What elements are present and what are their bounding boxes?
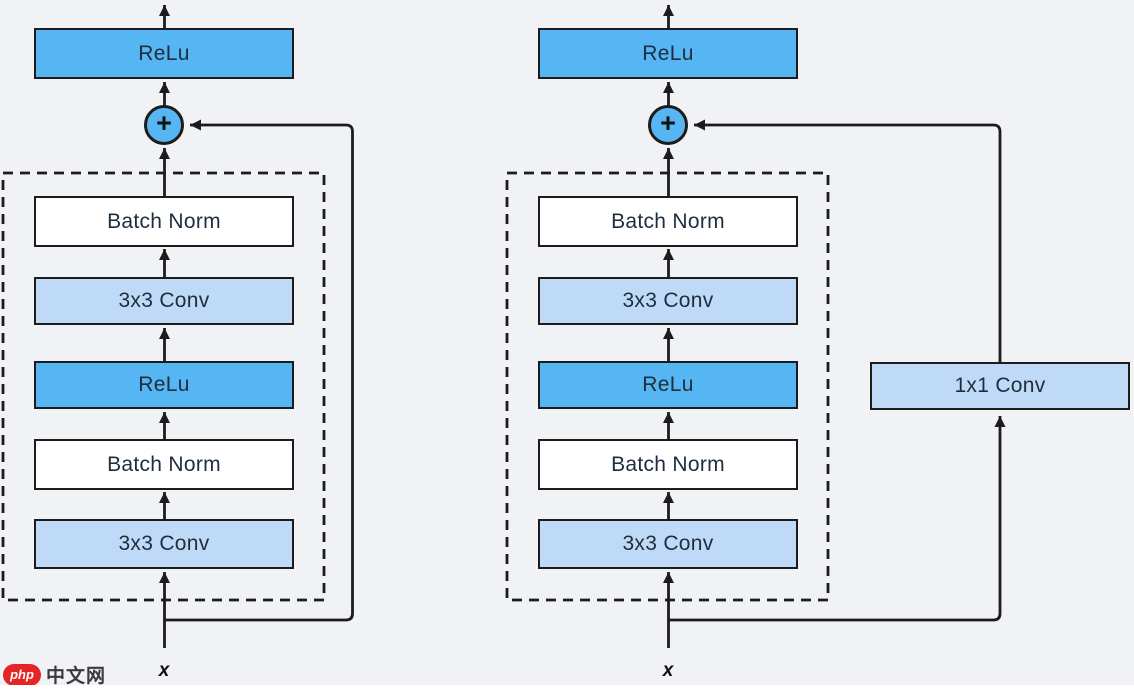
php-logo-icon: php <box>3 663 41 686</box>
right-input-label: x <box>662 660 674 681</box>
left-conv3x3-top-box: 3x3 Conv <box>34 277 294 325</box>
right-relu-mid-box: ReLu <box>538 361 798 409</box>
left-add-node: + <box>144 105 184 145</box>
watermark-site-text: 中文网 <box>46 666 107 687</box>
right-batchnorm-bottom-box: Batch Norm <box>538 439 798 490</box>
site-watermark: php 中文网 <box>3 661 106 688</box>
right-shortcut-conv1x1-box: 1x1 Conv <box>870 362 1130 410</box>
left-output-relu-box: ReLu <box>34 28 294 79</box>
right-output-relu-box: ReLu <box>538 28 798 79</box>
left-batchnorm-bottom-box: Batch Norm <box>34 439 294 490</box>
bottom-edge-strip <box>0 685 1134 689</box>
right-add-node: + <box>648 105 688 145</box>
left-relu-mid-box: ReLu <box>34 361 294 409</box>
left-conv3x3-bottom-box: 3x3 Conv <box>34 519 294 569</box>
left-input-label: x <box>158 660 170 681</box>
left-batchnorm-top-box: Batch Norm <box>34 196 294 247</box>
right-conv3x3-bottom-box: 3x3 Conv <box>538 519 798 569</box>
right-conv3x3-top-box: 3x3 Conv <box>538 277 798 325</box>
right-batchnorm-top-box: Batch Norm <box>538 196 798 247</box>
